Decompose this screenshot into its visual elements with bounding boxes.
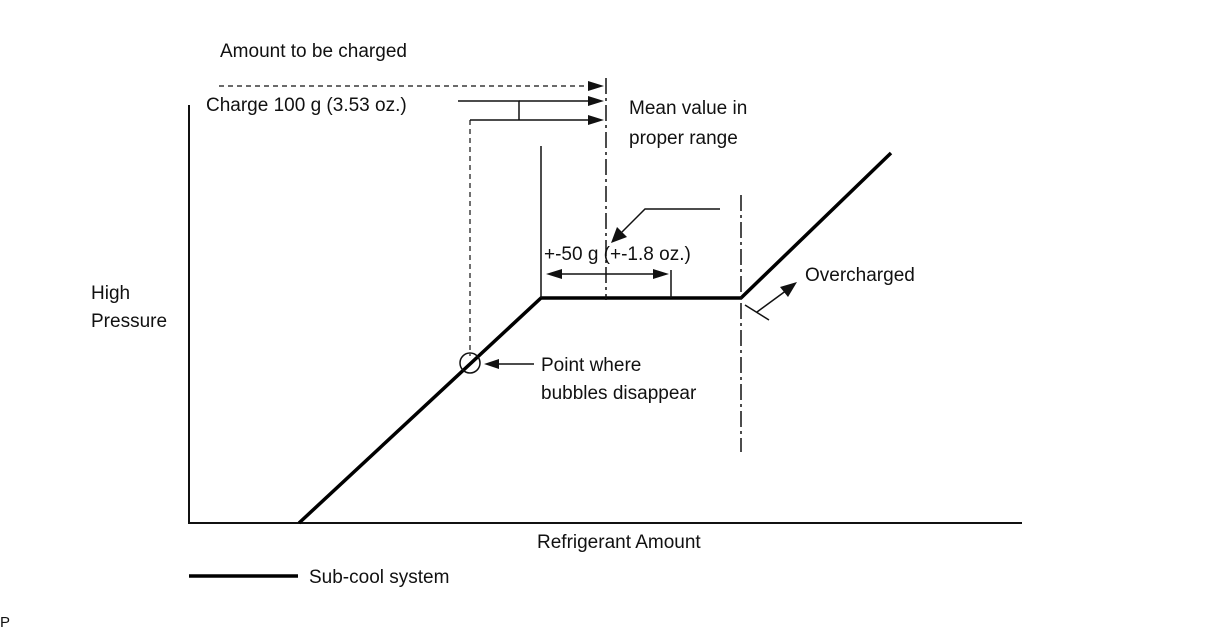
x-axis-label: Refrigerant Amount (537, 532, 701, 553)
charge-amount-label: Charge 100 g (3.53 oz.) (206, 95, 407, 116)
tolerance-left-arrowhead (546, 269, 562, 279)
mean-value-leader (621, 208, 720, 233)
y-axis-label-line2: Pressure (91, 311, 167, 332)
bubble-point-circle (459, 352, 481, 374)
sub-cool-curve (297, 151, 893, 525)
charge-bracket (458, 100, 520, 120)
bubble-point-label-line2: bubbles disappear (541, 383, 697, 404)
legend-label: Sub-cool system (309, 567, 449, 588)
charge-arrowhead (588, 115, 604, 125)
overcharged-arrowhead (780, 282, 797, 297)
mean-value-leader-arrowhead (611, 227, 627, 243)
overcharged-label: Overcharged (805, 265, 915, 286)
tolerance-label: +-50 g (+-1.8 oz.) (544, 244, 691, 265)
overcharged-base-line (744, 304, 770, 321)
corner-mark: P (0, 614, 10, 631)
overcharged-arrow-line (756, 289, 788, 313)
amount-charged-arrowhead (588, 81, 604, 91)
mean-value-label-line1: Mean value in (629, 98, 747, 119)
amount-to-be-charged-label: Amount to be charged (220, 41, 407, 62)
mean-value-label-line2: proper range (629, 128, 738, 149)
tolerance-right-arrowhead (653, 269, 669, 279)
y-axis-label-line1: High (91, 283, 130, 304)
charge-upper-arrowhead (588, 96, 604, 106)
bubble-point-label-line1: Point where (541, 355, 641, 376)
bubble-point-arrowhead (484, 359, 499, 369)
